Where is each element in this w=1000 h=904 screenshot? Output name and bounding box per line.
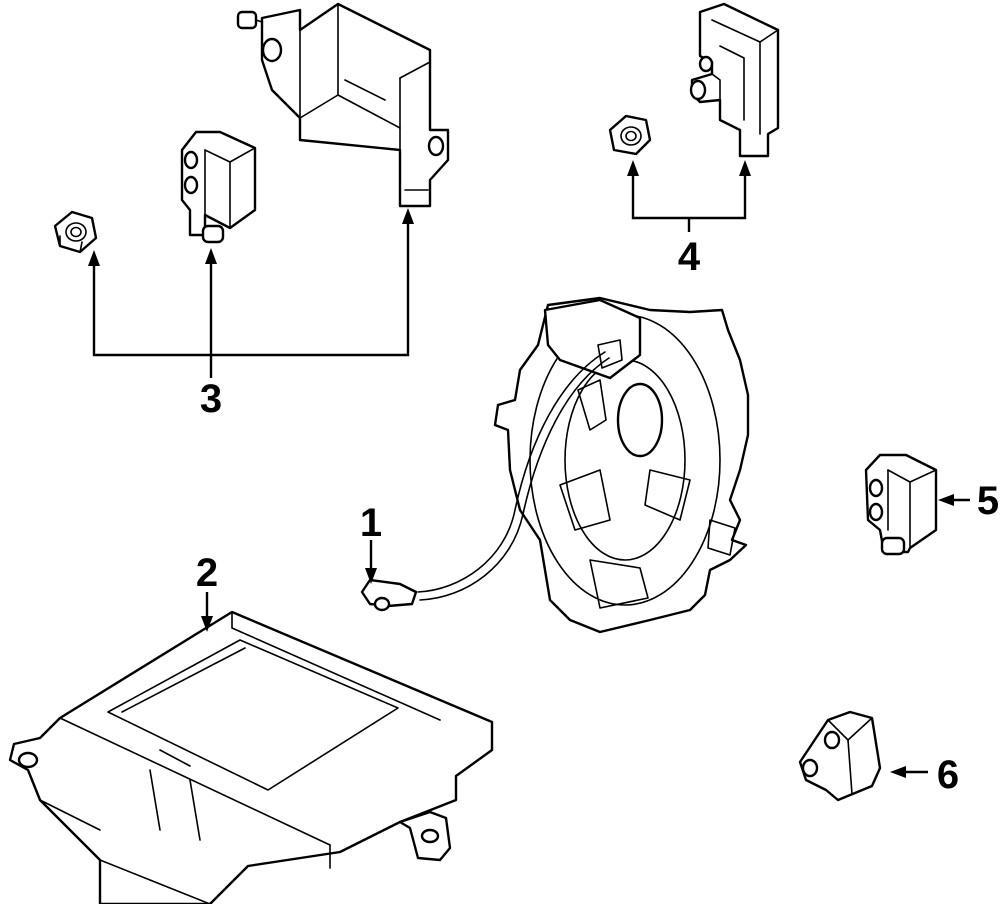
impact-sensor-part-6 [798, 710, 882, 802]
leader-group-4 [627, 160, 751, 232]
leader-group-3 [88, 208, 414, 378]
arrowhead-4-sensor [739, 160, 751, 176]
impact-sensor-part-5 [864, 453, 938, 556]
callout-3: 3 [200, 377, 222, 421]
arrowhead-3-bracket [402, 208, 414, 224]
arrowhead-4-nut [627, 160, 639, 176]
callout-1: 1 [360, 501, 382, 545]
callout-5: 5 [977, 479, 999, 523]
sensor-bracket-part [236, 2, 450, 208]
arrowhead-3-sensor [205, 248, 217, 264]
impact-sensor-part-group3 [180, 130, 257, 244]
leader-6 [890, 766, 928, 778]
leader-5 [938, 494, 970, 506]
hex-nut-part-group4 [608, 114, 652, 156]
airbag-control-module-part [8, 610, 494, 904]
clockspring-connector-part [360, 578, 418, 612]
clockspring-part [417, 296, 750, 634]
leader-1 [365, 540, 377, 584]
callout-6: 6 [937, 753, 959, 797]
arrowhead-3-nut [88, 250, 100, 266]
hex-nut-part-group3 [53, 210, 98, 254]
leader-2 [201, 592, 213, 632]
callout-2: 2 [196, 551, 218, 595]
callout-4: 4 [678, 235, 701, 279]
pressure-sensor-part-group4 [689, 2, 780, 158]
